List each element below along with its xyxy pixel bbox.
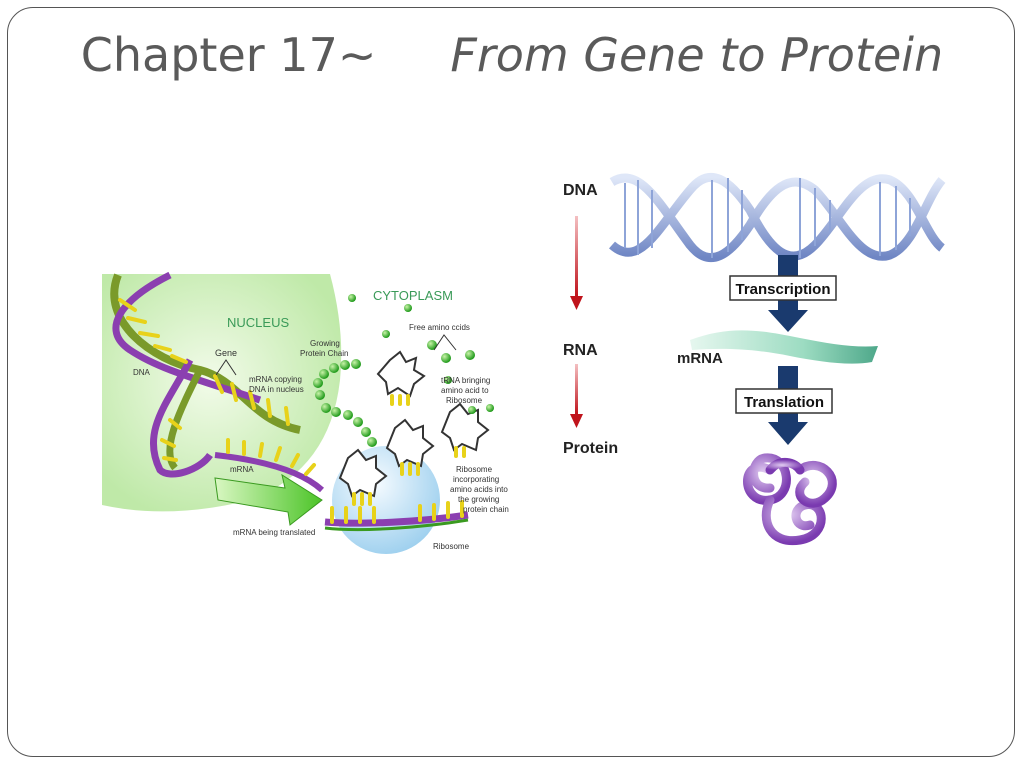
transcription-box: Transcription [729,275,837,301]
label-leaders [215,334,457,376]
mrna-copy-label-2: DNA in nucleus [249,385,304,394]
trna-label-1: tRNA bringing [441,376,490,385]
mrna-translated-label: mRNA being translated [233,528,315,537]
dna-double-helix [609,173,946,262]
dna-to-rna-arrow [570,216,583,310]
mrna-ribbon [690,330,878,364]
trna-label-2: amino acid to [441,386,489,395]
free-amino-label: Free amino ccids [409,323,470,332]
mrna-strand [214,438,325,493]
ribosome-desc-4: the growing [458,495,499,504]
dna-helix [110,271,301,478]
slide-title: Chapter 17~ From Gene to Protein [0,28,1024,82]
growing-label-2: Protein Chain [300,349,348,358]
mrna-copy-label-1: mRNA copying [249,375,302,384]
slide-frame [7,7,1015,757]
transcription-label: Transcription [735,281,830,298]
trna-label-3: Ribosome [446,396,483,405]
protein-chain [313,359,377,447]
trna-molecules [338,350,490,498]
free-amino-acids [348,294,494,414]
translation-label: Translation [744,394,824,411]
gene-label: Gene [215,348,237,358]
cytoplasm-label: CYTOPLASM [373,288,453,303]
translation-direction-arrow [214,473,323,526]
translated-mrna [324,500,469,532]
chapter-label: Chapter 17~ [80,28,377,82]
ribosome-desc-3: amino acids into [450,485,508,494]
growing-label-1: Growing [310,339,340,348]
rna-stage-label: RNA [563,342,598,359]
translation-box: Translation [735,388,833,414]
ribosome-desc-1: Ribosome [456,465,493,474]
dna-stage-label: DNA [563,182,598,199]
mrna-label: mRNA [230,465,254,474]
protein-coil [743,453,837,546]
chapter-subtitle: From Gene to Protein [450,28,944,82]
nucleus-label: NUCLEUS [227,315,289,330]
rna-to-protein-arrow [570,364,583,428]
mrna-stage-label: mRNA [677,350,723,367]
ribosome-desc-5: protein chain [463,505,509,514]
ribosome-desc-2: incorporating [453,475,499,484]
ribosome-label: Ribosome [433,542,470,551]
protein-stage-label: Protein [563,440,618,457]
dna-label: DNA [133,368,151,377]
trna-anticodons [352,394,466,506]
